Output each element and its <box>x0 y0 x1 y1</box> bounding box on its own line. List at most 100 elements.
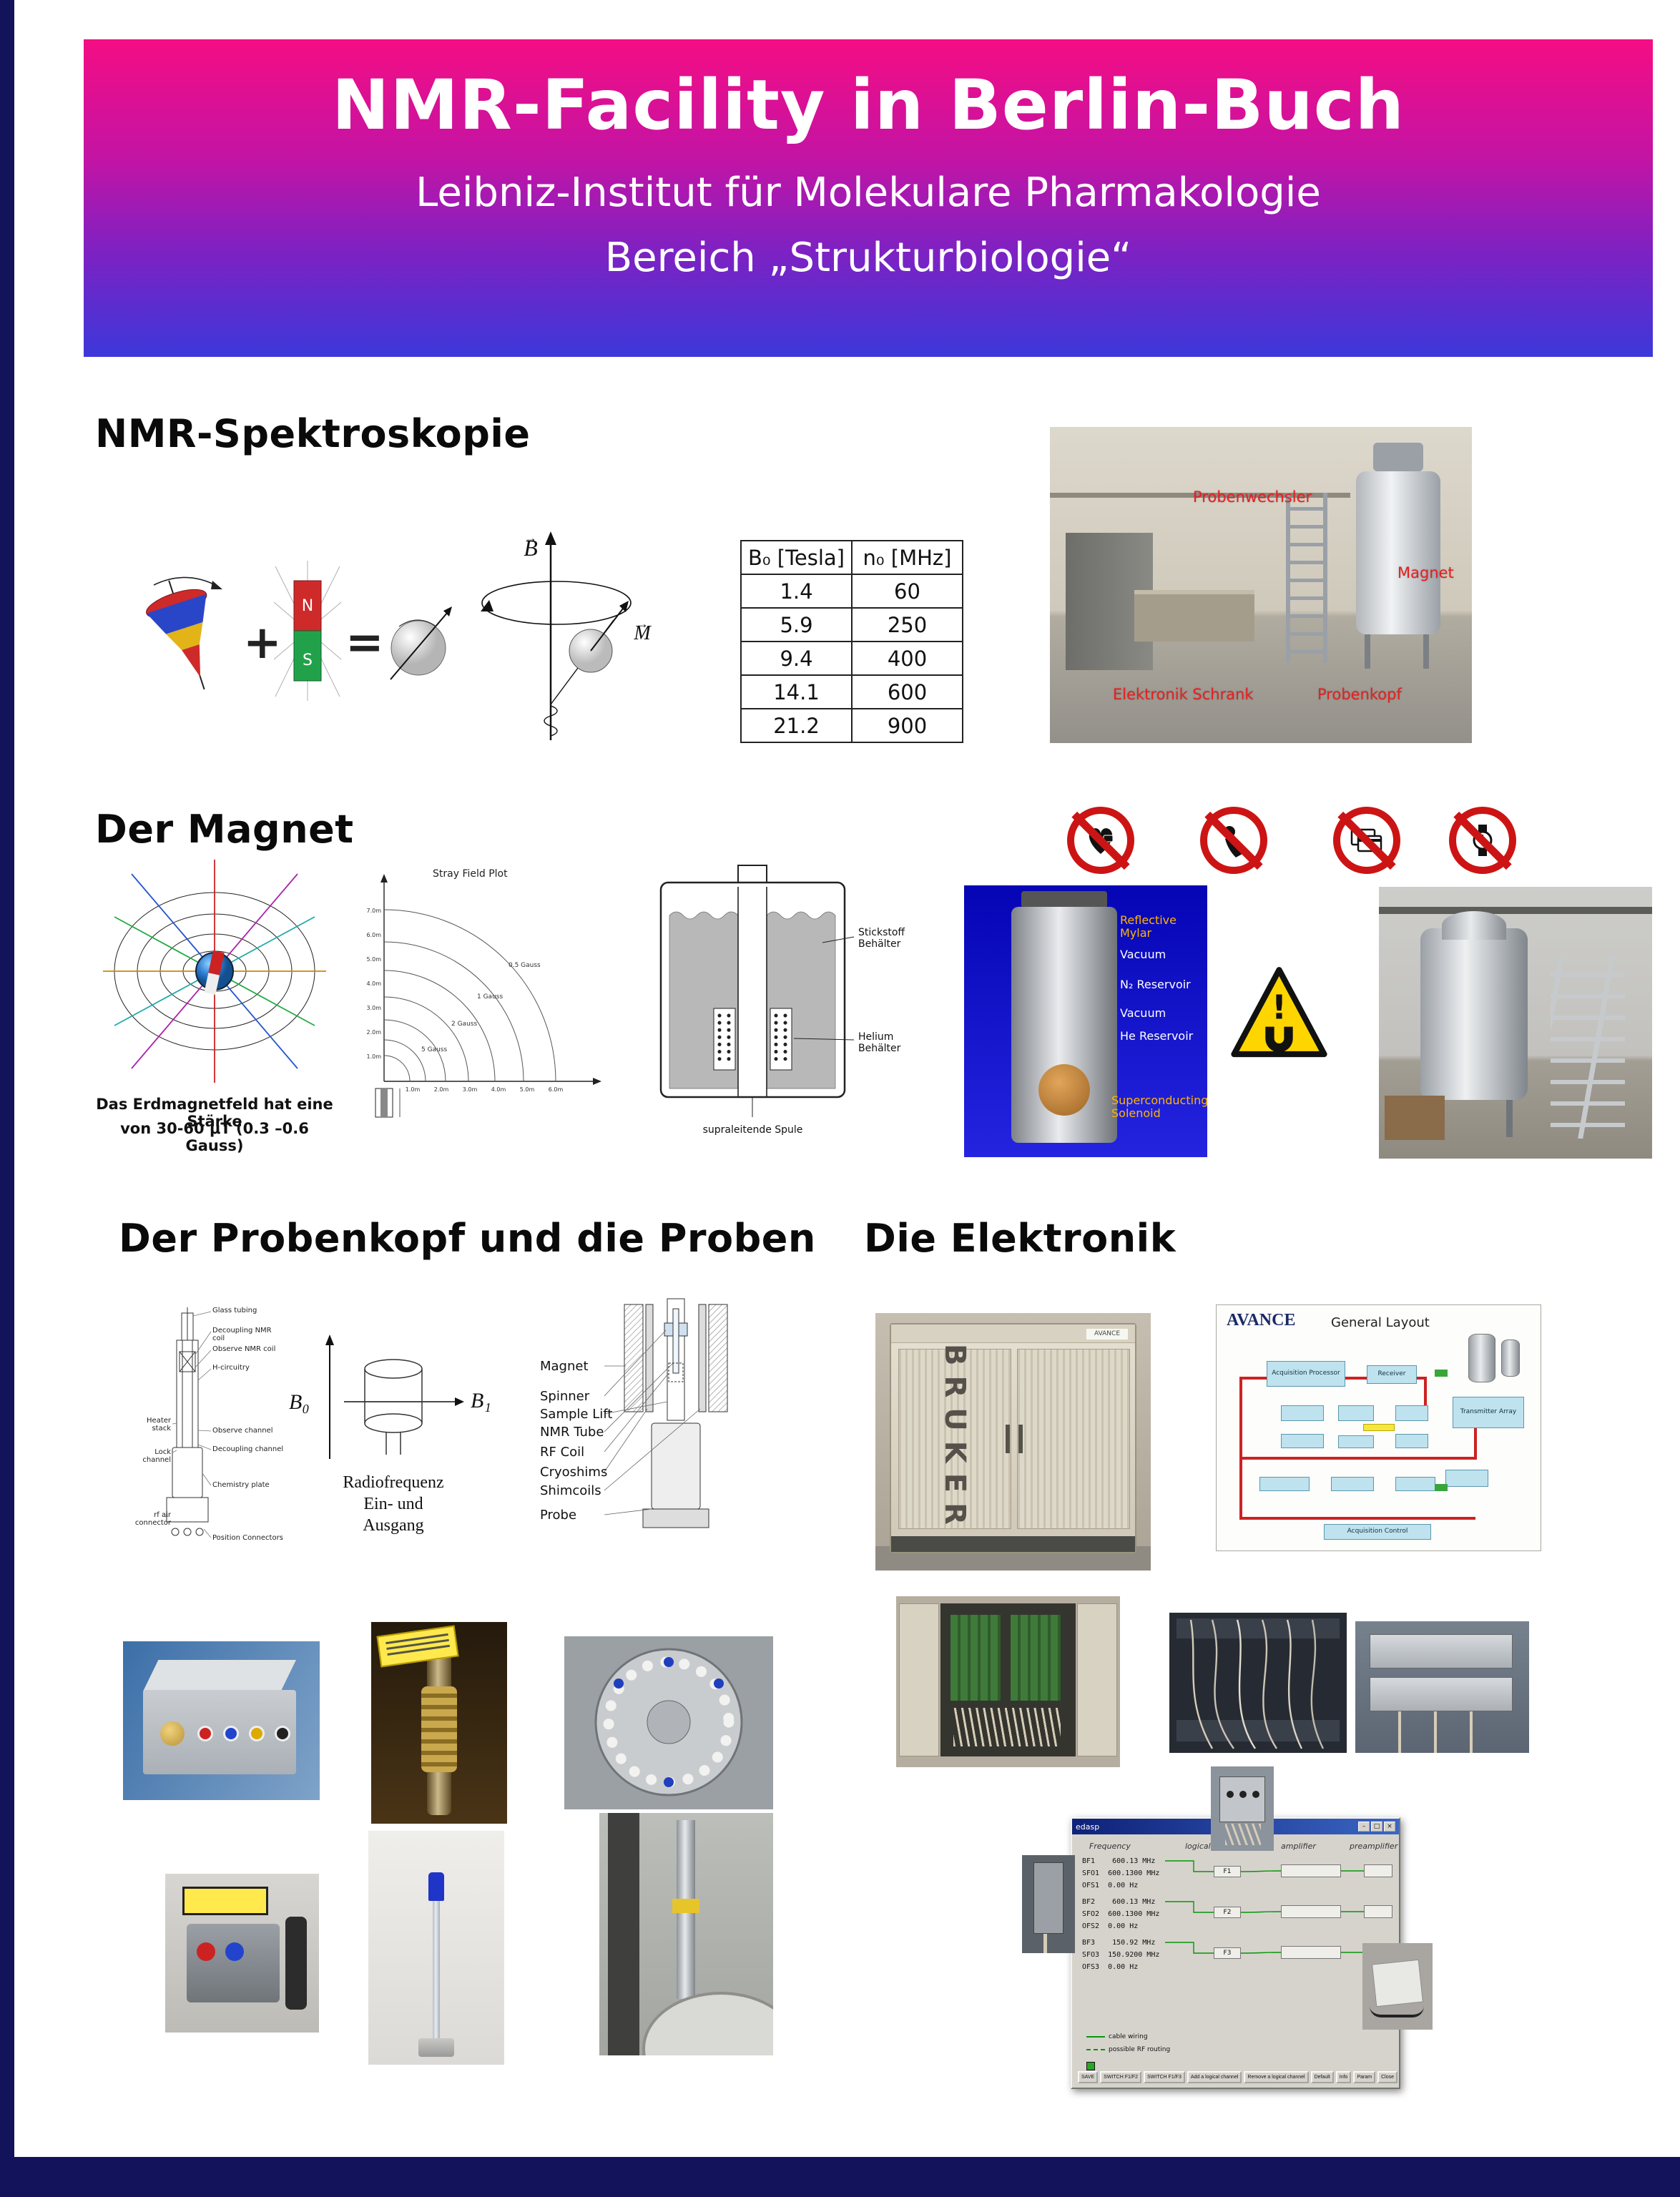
edasp-switch-f1f3-button: SWITCH F1/F3 <box>1144 2071 1185 2083</box>
b-vector-label: → B <box>516 531 545 559</box>
cutaway-flange-shape <box>1021 891 1107 908</box>
layout-block-transmitter-array: Transmitter Array <box>1453 1397 1524 1428</box>
probe-box-top-shape <box>143 1660 296 1691</box>
minimize-icon: – <box>1358 1822 1370 1832</box>
magnetic-field-warning-sign: ! <box>1231 967 1327 1058</box>
cutaway-label-he-reservoir: He Reservoir <box>1120 1029 1194 1043</box>
amplifier-module-shape <box>1370 1677 1513 1711</box>
layout-bus-line <box>1239 1517 1475 1520</box>
dewar-label-coil: supraleitende Spule <box>702 1124 803 1136</box>
cross-label-nmr-tube: NMR Tube <box>540 1425 604 1440</box>
console-left-door: BRUKER <box>898 1344 1011 1534</box>
schematic-label: Chemistry plate <box>212 1481 270 1489</box>
probe-schematic-svg <box>164 1307 212 1538</box>
nmr-lab-photo: Probenwechsler Magnet Elektronik Schrank… <box>1050 427 1472 743</box>
amplifier-module-shape <box>1370 1634 1513 1668</box>
cross-label-spinner: Spinner <box>540 1389 590 1404</box>
edasp-row: OFS2 0.00 Hz <box>1082 1922 1139 1930</box>
edasp-preamplifier-box <box>1364 1905 1392 1918</box>
edasp-row: OFS3 0.00 Hz <box>1082 1963 1139 1971</box>
stray-contour-label: 0.5 Gauss <box>509 962 541 969</box>
layout-block-receiver: Receiver <box>1367 1365 1417 1384</box>
layout-bus-line <box>1424 1377 1427 1420</box>
layout-green-block <box>1435 1484 1448 1491</box>
nucleus-sphere-sketch <box>390 606 452 680</box>
dewar-label-nitrogen: Stickstoff Behälter <box>858 927 905 950</box>
cable-shape <box>1370 2006 1424 2017</box>
tube-cap-shape <box>428 1872 444 1901</box>
schematic-label: Heater stack <box>147 1417 171 1432</box>
probe-cross-section: Magnet Spinner Sample Lift NMR Tube RF C… <box>540 1294 747 1552</box>
console-right-door <box>1017 1349 1130 1529</box>
ladder-shape <box>1286 493 1327 663</box>
edasp-row: SFO2 600.1300 MHz <box>1082 1910 1160 1918</box>
door-handle <box>1006 1425 1010 1453</box>
warning-sticker-shape <box>182 1887 268 1915</box>
svg-text:7.0m: 7.0m <box>366 908 381 914</box>
schematic-label: Lock channel <box>142 1448 171 1464</box>
bar-magnet-sketch: N S <box>274 561 342 701</box>
electronics-detail-photo-1 <box>1211 1766 1274 1851</box>
layout-block <box>1331 1477 1374 1491</box>
label-probenwechsler: Probenwechsler <box>1193 488 1312 506</box>
plus-sign: + <box>243 616 282 669</box>
earth-field-caption-line1: Das Erdmagnetfeld hat eine Stärke <box>96 1096 333 1130</box>
device-shape <box>1372 1959 1423 2007</box>
layout-bus-line <box>1239 1377 1242 1520</box>
svg-text:2.0m: 2.0m <box>434 1086 449 1093</box>
poster-subtitle-institute: Leibniz-Institut für Molekulare Pharmako… <box>416 169 1321 216</box>
edasp-amplifier-box <box>1281 1905 1341 1918</box>
layout-green-block <box>1435 1370 1448 1377</box>
probenwechsler-shape <box>1373 443 1423 471</box>
section-heading-elektronik: Die Elektronik <box>864 1216 1177 1261</box>
cross-label-shimcoils: Shimcoils <box>540 1483 601 1498</box>
edasp-row: OFS1 0.00 Hz <box>1082 1882 1139 1889</box>
schematic-label: H-circuitry <box>212 1364 250 1372</box>
red-connector-shape <box>197 1726 213 1741</box>
edasp-channel-f1: F1 <box>1214 1866 1241 1877</box>
amplifier-rack-photo <box>1355 1621 1529 1753</box>
edasp-col-preamplifier: preamplifier <box>1350 1842 1398 1851</box>
magnet-room-photo <box>1379 887 1652 1159</box>
svg-text:1.0m: 1.0m <box>406 1086 421 1093</box>
magnet-cylinder-shape <box>1420 928 1528 1100</box>
precession-diagram <box>481 531 632 740</box>
lab-bench-shape <box>1134 590 1254 642</box>
cable-bundle-shape <box>953 1708 1061 1746</box>
poster-title: NMR-Facility in Berlin-Buch <box>332 65 1405 145</box>
wall-pipe-shape <box>1050 493 1350 498</box>
svg-text:5.0m: 5.0m <box>520 1086 535 1093</box>
edasp-button-bar: SAVE SWITCH F1/F2 SWITCH F1/F3 Add a log… <box>1078 2071 1397 2083</box>
svg-text:3.0m: 3.0m <box>463 1086 478 1093</box>
edasp-row: SFO3 150.9200 MHz <box>1082 1951 1160 1959</box>
edasp-row: BF1 600.13 MHz <box>1082 1857 1156 1865</box>
m-vector-arrow: → <box>636 616 649 631</box>
schematic-label: Decoupling channel <box>212 1445 284 1453</box>
console-open-photo <box>896 1596 1120 1767</box>
module-shape <box>1033 1862 1063 1934</box>
port-shape <box>1227 1791 1234 1798</box>
cutaway-label-n2-reservoir: N₂ Reservoir <box>1120 978 1191 991</box>
console-badge: AVANCE <box>1086 1329 1128 1340</box>
electronics-detail-photo-2 <box>1022 1855 1075 1953</box>
magnet-glyph <box>1265 1026 1293 1053</box>
edasp-amplifier-box <box>1281 1946 1341 1959</box>
crate-shape <box>1385 1096 1445 1140</box>
stray-plot-title: Stray Field Plot <box>433 868 508 880</box>
m-vector-label: → M <box>628 616 657 644</box>
stray-field-plot: Stray Field Plot 0.5 Gauss 1 Gauss 2 Gau… <box>366 868 601 1118</box>
cutaway-label-mylar: Reflective Mylar <box>1120 913 1177 940</box>
svg-text:4.0m: 4.0m <box>491 1086 506 1093</box>
gold-coil-shape <box>421 1686 457 1772</box>
edasp-save-button: SAVE <box>1078 2071 1099 2083</box>
bruker-logo-text: BRUKER <box>938 1343 971 1535</box>
edasp-routing-lines <box>1165 1860 1364 1954</box>
sample-lift-photo <box>599 1813 773 2055</box>
edasp-info-button: Info <box>1335 2071 1352 2083</box>
edasp-add-channel-button: Add a logical channel <box>1187 2071 1242 2083</box>
magnet-dome-shape <box>1442 911 1506 940</box>
section-heading-probenkopf: Der Probenkopf und die Proben <box>119 1216 816 1261</box>
probe-base-photo <box>123 1641 320 1800</box>
edasp-row: SFO1 600.1300 MHz <box>1082 1869 1160 1877</box>
